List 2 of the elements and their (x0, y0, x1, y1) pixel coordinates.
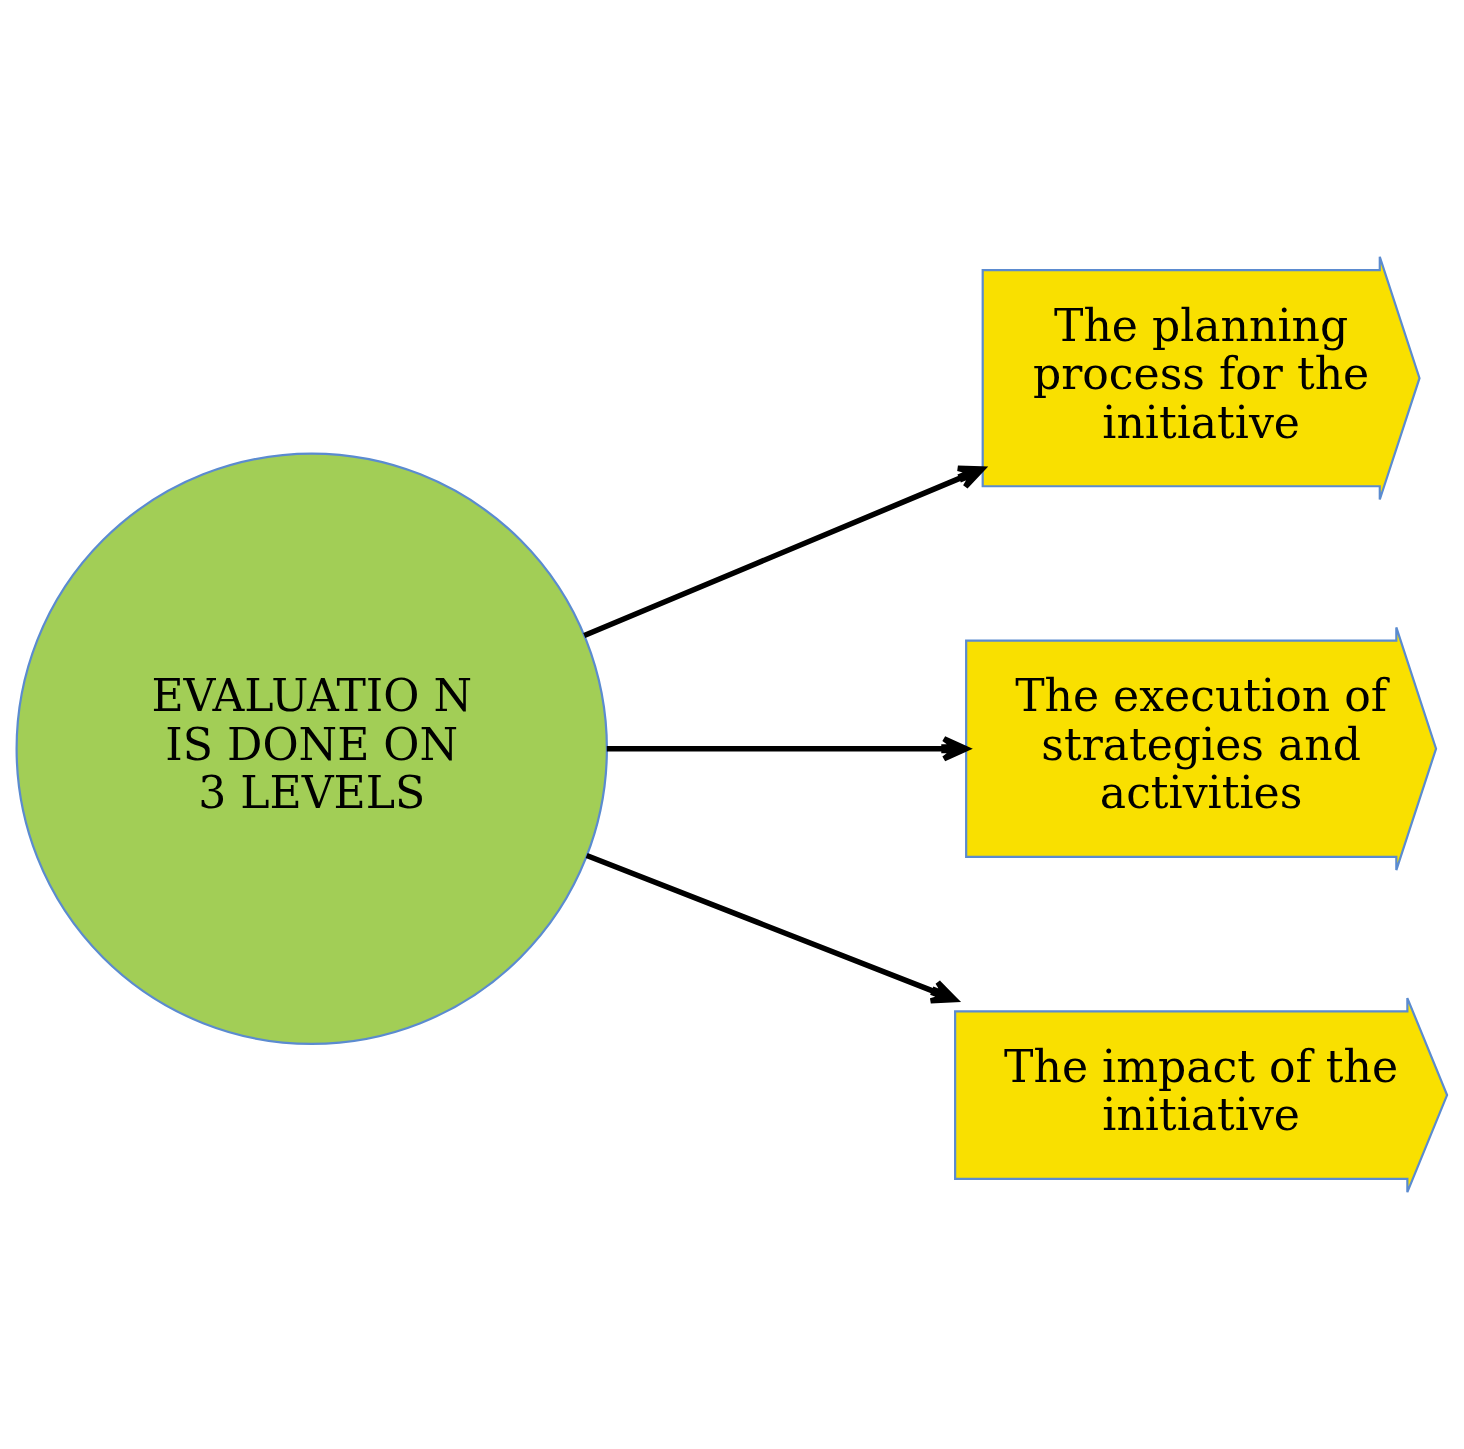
node-circle: EVALUATIO N IS DONE ON 3 LEVELS (15, 452, 608, 1045)
arrow (585, 852, 958, 1004)
